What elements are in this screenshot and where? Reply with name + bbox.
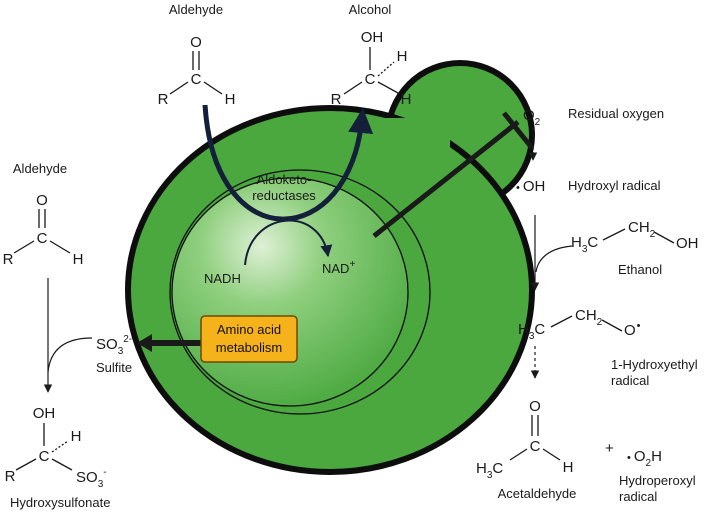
residual-oxygen-label: Residual oxygen [568,106,664,121]
atom-h: H [73,251,84,268]
atom-r: R [331,91,342,108]
atom-r: R [158,91,169,108]
cell-neck-fill [380,118,450,188]
atom-o: O [190,34,202,51]
hydroxysulfonate-label: Hydroxysulfonate [10,495,110,510]
hydroperoxyl-formula: •O2H [627,448,662,469]
oh-radical: •OH [516,178,545,195]
ethanol-h3c: H3C [571,234,598,255]
hydroxyethyl-h3c: H3C [518,321,545,342]
atom-h: H [397,48,408,65]
atom-oh: OH [676,235,699,252]
oxygen-inhibition-bar [502,111,534,150]
acetaldehyde-h3c: H3C [476,460,503,481]
sulfite-label: Sulfite [96,360,132,375]
alcohol-top-structure: Alcohol OH C R H H [331,2,412,108]
hydroxyl-radical-label: Hydroxyl radical [568,178,661,193]
so3-minus: SO3- [76,467,107,490]
amino-acid-box [200,315,298,363]
acetaldehyde-label: Acetaldehyde [498,486,577,501]
atom-oh: OH [33,405,56,422]
so3-formula: SO32- [96,334,132,357]
atom-r: R [5,468,16,485]
atom-oh: OH [361,29,384,46]
o2-formula: O2 [523,107,541,128]
aldehyde-left-structure: Aldehyde O C R H [3,161,84,268]
atom-c: C [39,448,50,465]
nadh-label: NADH [204,271,241,286]
cell-inner-ring [169,169,431,415]
acetaldehyde-structure: O C H3C H Acetaldehyde [476,398,576,501]
atom-h: H [401,91,412,108]
ethanol-label: Ethanol [618,262,662,277]
atom-o: O [529,398,541,415]
hydroxysulfonate-structure: OH C H R SO3- Hydroxysulfonate [5,405,111,510]
atom-o: O [36,192,48,209]
hydroxyethyl-label-2: radical [611,373,649,388]
aldoketo-label-1: Aldoketo- [257,172,312,187]
atom-c: C [37,230,48,247]
oxygen-inhibition-line [372,120,520,238]
aldehyde-top-label: Aldehyde [169,2,223,17]
amino-acid-label-1: Amino acid [217,322,281,337]
ethanol-ch2: CH2 [628,219,656,240]
ethanol-structure: H3C CH2 OH Ethanol [571,219,699,277]
atom-c: C [530,438,541,455]
hydroperoxyl-label-1: Hydroperoxyl [619,473,696,488]
atom-c: C [191,71,202,88]
ethanol-curve [535,245,573,273]
aldoketo-label-2: reductases [252,188,316,203]
hydroxyethyl-label-1: 1-Hydroxyethyl [611,357,698,372]
reductase-arrow [202,104,374,222]
nadh-arrow [244,219,333,266]
plus-sign: + [605,440,614,457]
atom-h: H [225,91,236,108]
hydroxyethyl-o: O• [624,320,641,339]
atom-h: H [71,428,82,445]
amino-acid-label-2: metabolism [216,340,282,355]
atom-r: R [3,251,14,268]
nucleus [171,177,409,407]
alcohol-top-label: Alcohol [349,2,392,17]
hydroxyethyl-structure: H3C CH2 O• 1-Hydroxyethyl radical [518,307,698,388]
hydroperoxyl-label-2: radical [619,489,657,504]
atom-h: H [563,459,574,476]
sulfite-arrow-head [137,334,152,352]
aldehyde-left-label: Aldehyde [13,161,67,176]
hydroperoxyl-structure: •O2H Hydroperoxyl radical [619,448,696,504]
aldehyde-top-structure: Aldehyde O C R H [158,2,236,108]
nad-label: NAD+ [322,259,355,276]
atom-c: C [365,71,376,88]
hydroxyethyl-ch2: CH2 [575,307,603,328]
sulfite-curve [47,337,93,373]
